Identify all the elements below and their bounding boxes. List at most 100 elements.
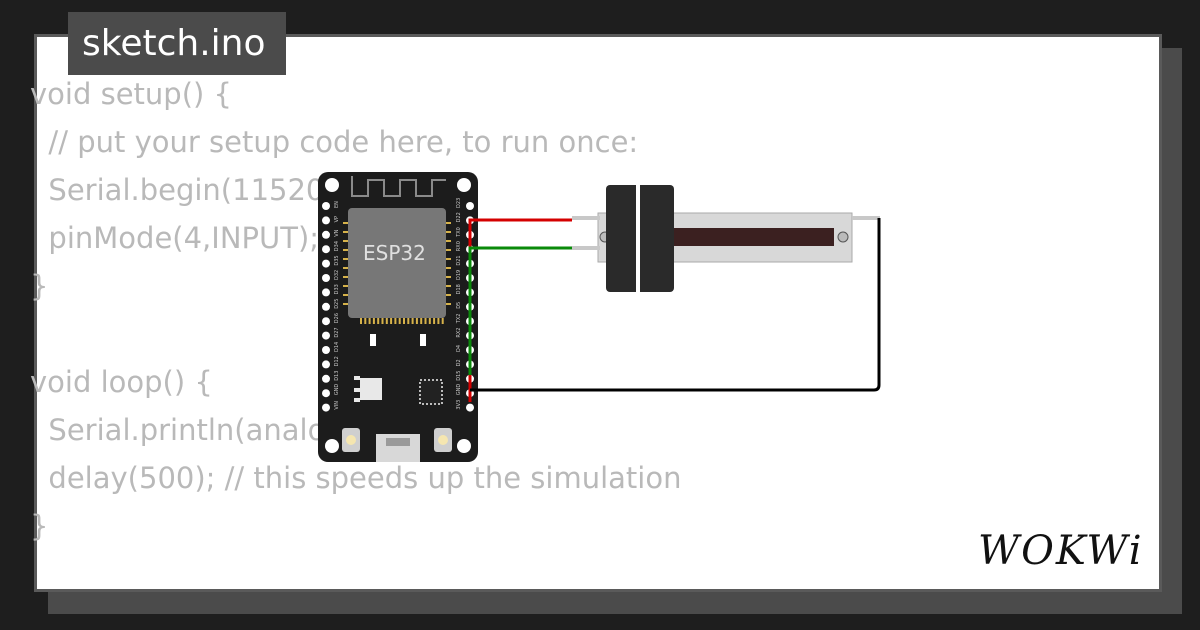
chip-pin (368, 318, 371, 324)
pin-header-hole[interactable] (322, 216, 330, 225)
pin-header-hole[interactable] (322, 274, 330, 282)
slide-potentiometer[interactable] (572, 185, 880, 292)
left-pin-header: ENVPVND34D35D32D33D25D26D27D14D12D13GNDV… (322, 201, 340, 412)
chip-pin (445, 267, 451, 269)
code-line: delay(500); // this speeds up the simula… (30, 461, 682, 495)
chip-pin (343, 303, 349, 305)
wokwi-logo: WOKWi (978, 528, 1144, 574)
mount-hole (457, 439, 471, 453)
chip-pin (441, 318, 444, 324)
pin-header-hole[interactable] (466, 202, 474, 210)
chip-pin (360, 318, 362, 324)
pin-header-hole[interactable] (322, 331, 330, 340)
pin-header-hole[interactable] (322, 230, 330, 239)
chip-pin (398, 318, 401, 324)
chip-pin (343, 267, 349, 269)
chip-pin (343, 222, 349, 224)
mount-hole (325, 178, 339, 192)
chip-pin (407, 318, 410, 324)
chip-pin (415, 318, 418, 324)
chip-pin (343, 276, 349, 278)
pin-label: D2 (456, 359, 462, 366)
pin-label: D12 (334, 356, 340, 366)
pin-header-hole[interactable] (322, 245, 330, 254)
pin-header-hole[interactable] (322, 360, 330, 369)
code-line: } (30, 269, 49, 303)
smd-component (420, 334, 426, 346)
chip-pin (445, 294, 451, 296)
chip-pin (343, 231, 349, 233)
chip-pin (437, 318, 440, 324)
code-line: } (30, 509, 49, 543)
pin-label: D4 (456, 345, 462, 352)
smd-component (370, 334, 376, 346)
pin-label: D22 (456, 212, 462, 222)
pin-label: D26 (334, 313, 340, 323)
wire-ground[interactable] (470, 218, 881, 392)
pin-label: EN (334, 201, 340, 208)
chip-pin (424, 318, 427, 324)
chip-pin (411, 318, 414, 324)
pot-pin (852, 216, 880, 220)
pin-label: D34 (334, 241, 340, 251)
pin-label: D18 (456, 284, 462, 294)
code-editor[interactable]: void setup() { // put your setup code he… (30, 70, 681, 550)
voltage-regulator (360, 378, 382, 400)
pin-header-hole[interactable] (466, 403, 474, 412)
chip-pin (445, 222, 451, 224)
pin-label: D14 (334, 342, 340, 352)
chip-pin (343, 249, 349, 251)
pin-label: GND (456, 384, 462, 396)
pin-header-hole[interactable] (322, 288, 330, 297)
chip-pin (433, 318, 436, 324)
chip-pin (445, 249, 451, 251)
chip-pin (394, 318, 397, 324)
pin-label: D13 (334, 371, 340, 381)
esp32-module (348, 208, 446, 318)
antenna-trace (351, 176, 446, 197)
pin-header-hole[interactable] (322, 202, 330, 210)
chip-pin (445, 231, 451, 233)
pin-label: D32 (334, 270, 340, 280)
code-line: void loop() { (30, 365, 213, 399)
chip-label: ESP32 (363, 241, 426, 265)
pin-label: GND (334, 384, 340, 396)
pin-label: D15 (456, 371, 462, 381)
editor-card (34, 34, 1162, 592)
pin-header-hole[interactable] (322, 302, 330, 311)
wire-signal[interactable] (468, 246, 572, 375)
chip-pin (445, 276, 451, 278)
file-tab[interactable]: sketch.ino (68, 12, 286, 75)
pin-label: D35 (334, 255, 340, 265)
pin-label: D25 (334, 299, 340, 309)
mount-hole (325, 439, 339, 453)
esp32-board[interactable]: ESP32 ENVPVND34D35D32D33D25D26D27D14D12D… (318, 172, 478, 462)
pin-label: VN (334, 229, 340, 236)
pin-header-hole[interactable] (322, 346, 330, 354)
pin-header-hole[interactable] (322, 374, 330, 383)
chip-pin (385, 318, 388, 324)
pin-header-hole[interactable] (322, 403, 330, 412)
chip-pin (343, 294, 349, 296)
chip-pin (445, 240, 451, 242)
pin-header-hole[interactable] (322, 317, 330, 326)
chip-pin (403, 318, 405, 324)
code-line: void setup() { (30, 77, 232, 111)
chip-pin (343, 258, 349, 260)
pin-label: D19 (456, 270, 462, 280)
pin-header-hole[interactable] (322, 259, 330, 268)
pin-label: VP (334, 216, 340, 222)
pin-label: VIN (334, 401, 340, 410)
chip-pin (445, 285, 451, 287)
code-line: // put your setup code here, to run once… (30, 125, 639, 159)
chip-pin (445, 258, 451, 260)
code-line: pinMode(4,INPUT); (30, 221, 320, 255)
pot-pin (572, 246, 600, 250)
screw-icon (837, 231, 849, 243)
chip-pin (377, 318, 380, 324)
mount-hole (457, 178, 471, 192)
pin-header-hole[interactable] (322, 389, 330, 398)
chip-pin (420, 318, 423, 324)
pin-label: D5 (456, 302, 462, 309)
